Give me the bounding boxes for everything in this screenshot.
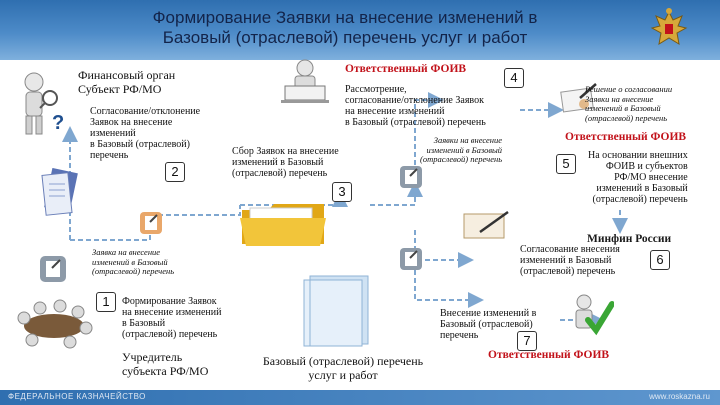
approval-form-icon-3 [400, 248, 422, 270]
decision-text: Решение о согласовании Заявки на внесени… [585, 84, 673, 123]
step-2-badge: 2 [165, 162, 185, 182]
person-checkmark-icon [566, 292, 615, 340]
footer-organization: ФЕДЕРАЛЬНОЕ КАЗНАЧЕЙСТВО [8, 392, 146, 401]
collect-text: Сбор Заявок на внесение изменений в Базо… [232, 146, 339, 179]
founder-role: Учредитель субъекта РФ/МО [122, 350, 209, 378]
form-requests-text: Формирование Заявок на внесение изменени… [122, 296, 222, 340]
step-5-badge: 5 [556, 154, 576, 174]
mid-request-text: Заявки на внесение изменений в Базовый (… [420, 135, 503, 164]
signing-hand-icon [560, 80, 600, 114]
approval-text: Согласование/отклонение Заявок на внесен… [90, 106, 201, 161]
approval-form-icon-1 [140, 212, 162, 234]
step-3-badge: 3 [332, 182, 352, 202]
apply-changes-text: Внесение изменений в Базовый (отраслевой… [440, 308, 537, 341]
minfin-role: Минфин России [587, 233, 672, 245]
page-title: Формирование Заявки на внесение изменени… [152, 8, 538, 47]
person-magnifier-icon [12, 68, 62, 138]
step-1-badge: 1 [96, 292, 116, 312]
responsible-foiv-role-5: Ответственный ФОИВ [565, 131, 687, 143]
financial-organ-role: Финансовый орган Субъект РФ/МО [78, 68, 176, 96]
footer-bar: ФЕДЕРАЛЬНОЕ КАЗНАЧЕЙСТВО www.roskazna.ru [0, 390, 720, 405]
approval-form-icon-4 [40, 256, 66, 282]
minfin-text: Согласование внесения изменений в Базовы… [520, 244, 620, 277]
document-pen-icon [462, 210, 512, 240]
header-bar: Формирование Заявки на внесение изменени… [0, 0, 720, 60]
person-laptop-icon [275, 56, 335, 106]
responsible-foiv-role-4: Ответственный ФОИВ [345, 63, 467, 75]
review-text: Рассмотрение, согласование/отклонение За… [345, 84, 486, 128]
document-icon [40, 167, 80, 216]
eagle-emblem-icon [650, 8, 688, 45]
book-icon [300, 272, 374, 348]
approval-form-icon-2 [400, 166, 422, 188]
question-mark-icon: ? [52, 112, 65, 134]
left-request-text: Заявка на внесение изменений в Базовый (… [92, 247, 175, 276]
external-basis-text: На основании внешних ФОИВ и субъектов РФ… [588, 150, 688, 205]
footer-website-link[interactable]: www.roskazna.ru [649, 392, 710, 401]
step-7-badge: 7 [517, 331, 537, 351]
meeting-table-icon [12, 292, 96, 350]
step-6-badge: 6 [650, 250, 670, 270]
step-4-badge: 4 [504, 68, 524, 88]
responsible-foiv-role-7: Ответственный ФОИВ [488, 349, 610, 361]
folder-icon [238, 200, 328, 248]
base-list-caption: Базовый (отраслевой) перечень услуг и ра… [262, 354, 424, 382]
